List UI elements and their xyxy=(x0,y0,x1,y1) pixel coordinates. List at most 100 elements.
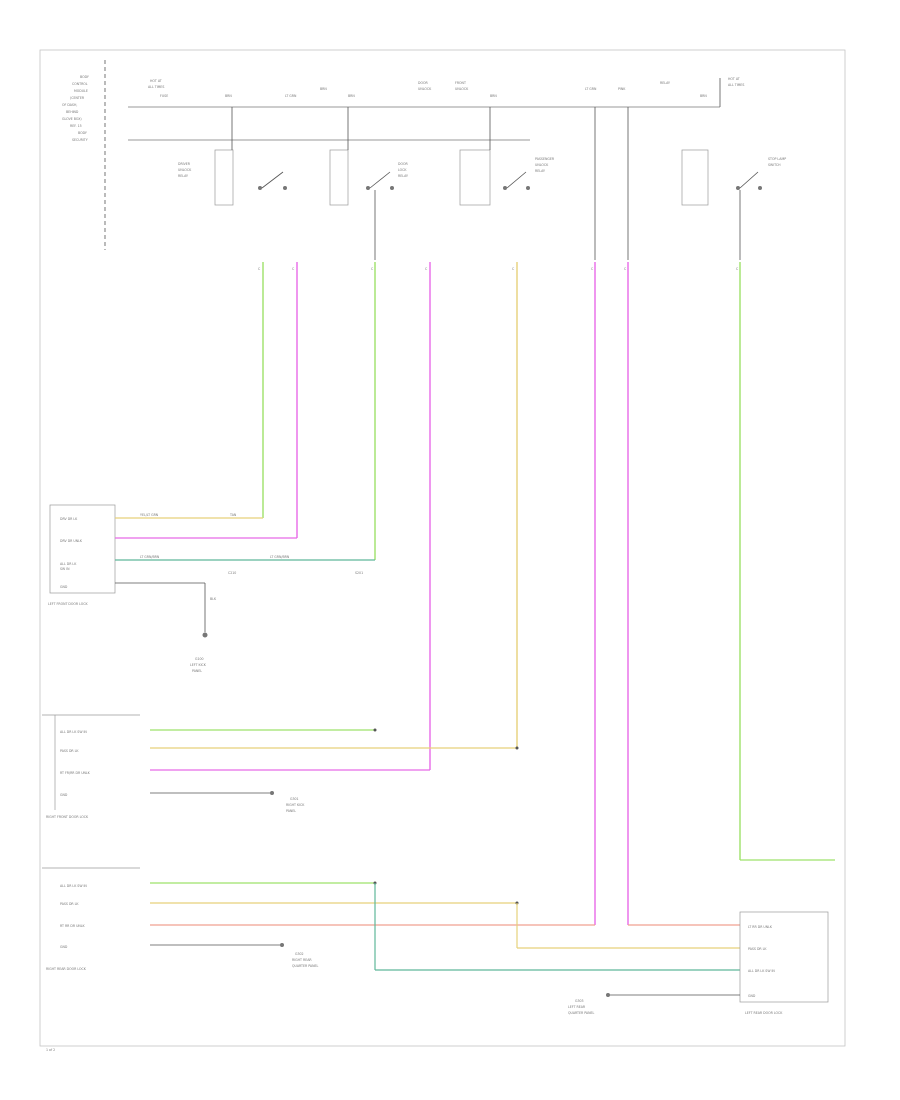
svg-text:LT GRN: LT GRN xyxy=(285,94,297,98)
svg-text:RELAY: RELAY xyxy=(535,169,545,173)
svg-text:QUARTER PANEL: QUARTER PANEL xyxy=(568,1011,594,1015)
svg-text:LT GRN: LT GRN xyxy=(585,87,597,91)
relay-4: STOP LAMP SWITCH xyxy=(681,149,786,206)
svg-text:ALL DR LK SW IN: ALL DR LK SW IN xyxy=(748,969,775,973)
svg-text:G301: G301 xyxy=(290,797,299,801)
svg-text:UNLOCK: UNLOCK xyxy=(418,87,432,91)
module-rear-left-label: LEFT REAR DOOR LOCK xyxy=(745,1011,783,1015)
svg-text:FRONT: FRONT xyxy=(455,81,466,85)
svg-text:RIGHT REAR: RIGHT REAR xyxy=(292,958,312,962)
relay-3: PASSENGER UNLOCK RELAY xyxy=(459,107,555,206)
svg-text:SWITCH: SWITCH xyxy=(768,163,781,167)
svg-text:BRN: BRN xyxy=(225,94,232,98)
svg-text:DRV DR LK: DRV DR LK xyxy=(60,517,78,521)
svg-text:DRIVER: DRIVER xyxy=(178,162,191,166)
svg-text:QUARTER PANEL: QUARTER PANEL xyxy=(292,964,318,968)
svg-text:LOCK: LOCK xyxy=(398,168,407,172)
svg-text:LT RR DR UNLK: LT RR DR UNLK xyxy=(748,925,773,929)
svg-text:C: C xyxy=(258,267,261,271)
svg-text:BRN: BRN xyxy=(700,94,707,98)
svg-text:FUSE: FUSE xyxy=(160,94,168,98)
svg-text:RELAY: RELAY xyxy=(398,174,408,178)
svg-text:BRN: BRN xyxy=(490,94,497,98)
svg-text:REF. 15: REF. 15 xyxy=(70,124,82,128)
svg-text:LEFT REAR: LEFT REAR xyxy=(568,1005,586,1009)
svg-text:C: C xyxy=(425,267,428,271)
svg-text:GND: GND xyxy=(60,793,68,797)
power-source-labels: BODY CONTROL MODULE (CENTER OF DASH, BEH… xyxy=(62,60,106,250)
svg-text:GND: GND xyxy=(60,585,68,589)
svg-text:BLK: BLK xyxy=(210,597,217,601)
svg-text:HOT AT: HOT AT xyxy=(728,77,740,81)
svg-text:PANEL: PANEL xyxy=(192,669,202,673)
svg-text:BRN: BRN xyxy=(320,87,327,91)
module-passenger-label: RIGHT FRONT DOOR LOCK xyxy=(46,815,89,819)
svg-text:LEFT KICK: LEFT KICK xyxy=(190,663,207,667)
svg-text:C: C xyxy=(512,267,515,271)
svg-text:STOP LAMP: STOP LAMP xyxy=(768,157,786,161)
svg-text:(CENTER: (CENTER xyxy=(70,96,85,100)
relay-2: DOOR LOCK RELAY xyxy=(329,107,408,206)
svg-text:OF DASH,: OF DASH, xyxy=(62,103,77,107)
svg-text:C: C xyxy=(292,267,295,271)
connector-row: C C C C C C C C xyxy=(258,267,739,271)
module-passenger: ALL DR LK SW IN PASS DR LK RT FR/RR DR U… xyxy=(42,714,519,819)
svg-text:UNLOCK: UNLOCK xyxy=(535,163,549,167)
svg-text:ALL DR LK SW IN: ALL DR LK SW IN xyxy=(60,884,87,888)
svg-text:SW IN: SW IN xyxy=(60,567,70,571)
module-rear-right: ALL DR LK SW IN PASS DR LK RT RR DR UNLK… xyxy=(42,867,595,971)
svg-text:ALL TIMES: ALL TIMES xyxy=(728,83,744,87)
svg-text:RELAY: RELAY xyxy=(660,81,670,85)
svg-text:CONTROL: CONTROL xyxy=(72,82,88,86)
module-rear-left: LT RR DR UNLK PASS DR LK ALL DR LK SW IN… xyxy=(568,911,829,1015)
svg-text:MODULE: MODULE xyxy=(74,89,88,93)
svg-text:BRN: BRN xyxy=(348,94,355,98)
svg-text:LT GRN/BRN: LT GRN/BRN xyxy=(270,555,290,559)
svg-text:C: C xyxy=(591,267,594,271)
svg-text:YEL/LT GRN: YEL/LT GRN xyxy=(140,513,159,517)
svg-text:C210: C210 xyxy=(228,571,236,575)
svg-text:RT FR/RR DR UNLK: RT FR/RR DR UNLK xyxy=(60,771,91,775)
svg-text:BODY: BODY xyxy=(80,75,89,79)
svg-text:DOOR: DOOR xyxy=(418,81,428,85)
svg-text:PINK: PINK xyxy=(618,87,626,91)
svg-text:ALL TIMES: ALL TIMES xyxy=(148,85,164,89)
svg-text:PANEL: PANEL xyxy=(286,809,296,813)
svg-text:GND: GND xyxy=(748,994,756,998)
svg-text:LT GRN/BRN: LT GRN/BRN xyxy=(140,555,160,559)
svg-text:UNLOCK: UNLOCK xyxy=(455,87,469,91)
svg-text:BODY: BODY xyxy=(78,131,87,135)
footer-code: 1 of 2 xyxy=(46,1048,55,1052)
module-driver-label: LEFT FRONT DOOR LOCK xyxy=(48,602,89,606)
svg-text:UNLOCK: UNLOCK xyxy=(178,168,192,172)
svg-text:GLOVE BOX): GLOVE BOX) xyxy=(62,117,82,121)
svg-text:S201: S201 xyxy=(355,571,363,575)
svg-text:DOOR: DOOR xyxy=(398,162,408,166)
svg-text:GND: GND xyxy=(60,945,68,949)
svg-text:ALL DR LK: ALL DR LK xyxy=(60,562,77,566)
svg-text:RT RR DR UNLK: RT RR DR UNLK xyxy=(60,924,86,928)
diagram-frame xyxy=(39,49,846,1047)
svg-text:G302: G302 xyxy=(295,952,304,956)
svg-text:HOT AT: HOT AT xyxy=(150,79,162,83)
svg-text:PASSENGER: PASSENGER xyxy=(535,157,555,161)
svg-text:PASS DR LK: PASS DR LK xyxy=(60,749,79,753)
svg-text:ALL DR LK SW IN: ALL DR LK SW IN xyxy=(60,730,87,734)
svg-text:G303: G303 xyxy=(575,999,584,1003)
svg-text:RIGHT KICK: RIGHT KICK xyxy=(286,803,305,807)
svg-text:BEHIND: BEHIND xyxy=(66,110,79,114)
svg-text:C: C xyxy=(736,267,739,271)
bus-labels: HOT AT ALL TIMES FUSE BRN LT GRN BRN BRN… xyxy=(148,79,707,98)
svg-text:PASS DR LK: PASS DR LK xyxy=(748,947,767,951)
svg-text:TAN: TAN xyxy=(229,513,237,517)
svg-text:RELAY: RELAY xyxy=(178,174,188,178)
svg-text:C: C xyxy=(371,267,374,271)
svg-text:DRV DR UNLK: DRV DR UNLK xyxy=(60,539,83,543)
module-rear-right-label: RIGHT REAR DOOR LOCK xyxy=(46,967,87,971)
module-driver: DRV DR LK DRV DR UNLK ALL DR LK SW IN GN… xyxy=(48,504,375,673)
relay-1: DRIVER UNLOCK RELAY xyxy=(178,107,287,206)
svg-text:SECURITY: SECURITY xyxy=(72,138,88,142)
svg-text:PASS DR LK: PASS DR LK xyxy=(60,902,79,906)
svg-text:G100: G100 xyxy=(195,657,204,661)
